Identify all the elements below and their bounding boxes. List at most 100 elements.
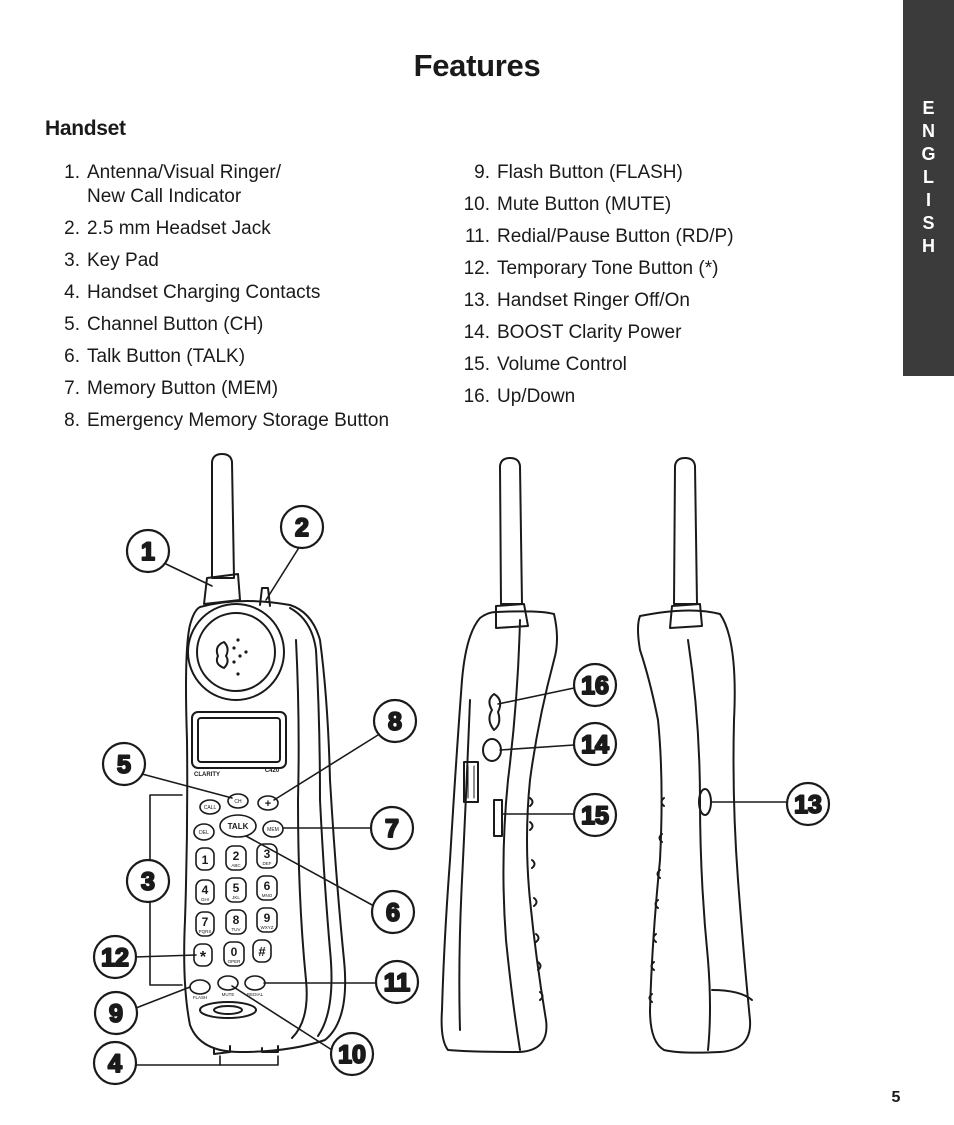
feature-item: 12. Temporary Tone Button (*)	[452, 257, 852, 281]
callout-10: 10	[329, 1031, 375, 1077]
callout-11-label: 11	[384, 969, 411, 997]
lcd-display-bezel	[191, 711, 287, 769]
key-8-label: 8	[233, 913, 240, 927]
feature-number: 9.	[474, 162, 490, 183]
updown-button[interactable]	[488, 693, 502, 731]
language-tab-english: E N G L I S H	[903, 0, 954, 376]
feature-number: 7.	[64, 378, 80, 399]
section-heading-handset: Handset	[45, 117, 126, 140]
mute-button[interactable]: MUTE	[217, 975, 239, 997]
feature-text: Temporary Tone Button (*)	[497, 258, 719, 279]
side-body-outline	[440, 610, 558, 1053]
front-body-outline	[183, 600, 347, 1053]
hash-button[interactable]: #	[252, 939, 272, 963]
ringer-switch[interactable]	[698, 788, 712, 816]
feature-text: Handset Charging Contacts	[87, 282, 321, 303]
feature-item: 4. Handset Charging Contacts	[42, 281, 442, 305]
key-8[interactable]: 8 TUV	[225, 909, 247, 935]
talk-button-label: TALK	[228, 822, 249, 831]
channel-button[interactable]: CH	[227, 793, 249, 809]
feature-item: 7. Memory Button (MEM)	[42, 377, 442, 401]
emergency-memory-button-label: +	[265, 798, 271, 810]
key-5[interactable]: 5 JKL	[225, 877, 247, 903]
feature-item: 6. Talk Button (TALK)	[42, 345, 442, 369]
callout-2: 2	[279, 504, 325, 550]
feature-item: 15. Volume Control	[452, 353, 852, 377]
feature-item: 8. Emergency Memory Storage Button	[42, 409, 442, 433]
front-headset-jack	[259, 587, 271, 607]
key-6-label: 6	[264, 879, 271, 893]
language-letter: G	[921, 144, 936, 164]
key-3[interactable]: 3 DEF	[256, 843, 278, 869]
key-4[interactable]: 4 GHI	[195, 879, 215, 905]
key-7[interactable]: 7 PQRS	[195, 911, 215, 937]
front-face-edge	[291, 639, 308, 1039]
callout-3: 3	[125, 858, 171, 904]
callout-1: 1	[125, 528, 171, 574]
feature-number: 16.	[463, 386, 490, 407]
callout-8: 8	[372, 698, 418, 744]
mute-button-label: MUTE	[222, 992, 235, 997]
boost-button[interactable]	[482, 738, 502, 762]
feature-text: Flash Button (FLASH)	[497, 162, 683, 183]
flash-button-label: FLASH	[193, 995, 208, 1000]
channel-button-label: CH	[234, 799, 242, 805]
feature-item: 9. Flash Button (FLASH)	[452, 161, 852, 185]
microphone-grille	[199, 1001, 257, 1019]
feature-text: Antenna/Visual Ringer/	[87, 162, 281, 183]
talk-button[interactable]: TALK	[219, 814, 257, 838]
page-number: 5	[891, 1089, 901, 1106]
feature-item: 11. Redial/Pause Button (RD/P)	[452, 225, 852, 249]
language-letter: H	[922, 236, 935, 256]
callout-4-label: 4	[108, 1050, 122, 1078]
earpiece-inner	[196, 612, 276, 692]
call-button[interactable]: CALL	[199, 799, 221, 815]
feature-number: 4.	[64, 282, 80, 303]
side-back-edge	[502, 619, 521, 1051]
callout-6-label: 6	[386, 899, 400, 927]
feature-text: Memory Button (MEM)	[87, 378, 279, 399]
feature-number: 11.	[464, 226, 490, 247]
right-body-bottom-panel	[711, 989, 753, 1001]
feature-text: Key Pad	[87, 250, 159, 271]
language-letter: N	[922, 121, 935, 141]
callout-13: 13	[785, 781, 831, 827]
key-pad: CALL CH + DEL TALK MEM	[189, 793, 284, 1000]
flash-button[interactable]: FLASH	[189, 979, 211, 1000]
key-9[interactable]: 9 WXYZ	[256, 907, 278, 933]
right-antenna-collar	[669, 603, 703, 629]
callout-7: 7	[369, 805, 415, 851]
callout-8-label: 8	[388, 708, 402, 736]
side-antenna	[499, 457, 523, 605]
redial-button[interactable]: REDIAL	[244, 975, 266, 997]
key-5-letters: JKL	[232, 895, 240, 900]
callout-5: 5	[101, 741, 147, 787]
callout-16-label: 16	[581, 672, 609, 700]
key-6[interactable]: 6 MNO	[256, 875, 278, 901]
key-1[interactable]: 1	[195, 847, 215, 871]
volume-control[interactable]	[493, 799, 503, 837]
feature-text: Mute Button (MUTE)	[497, 194, 672, 215]
key-2-letters: ABC	[231, 863, 241, 868]
memory-button[interactable]: MEM	[262, 820, 284, 838]
emergency-memory-button[interactable]: +	[257, 795, 279, 811]
memory-button-label: MEM	[267, 827, 279, 833]
feature-number: 15.	[463, 354, 490, 375]
callout-1-label: 1	[141, 538, 155, 566]
key-2[interactable]: 2 ABC	[225, 845, 247, 871]
front-antenna-collar	[203, 573, 241, 605]
feature-number: 14.	[463, 322, 490, 343]
key-9-letters: WXYZ	[261, 925, 274, 930]
feature-item: 10. Mute Button (MUTE)	[452, 193, 852, 217]
key-9-label: 9	[264, 911, 271, 925]
callout-15: 15	[572, 792, 618, 838]
charging-contact-right	[261, 1045, 279, 1053]
key-0[interactable]: 0 OPER	[223, 941, 245, 967]
callout-3-label: 3	[141, 868, 155, 896]
hash-button-label: #	[258, 944, 266, 959]
delete-button[interactable]: DEL	[193, 823, 215, 841]
feature-text: Talk Button (TALK)	[87, 346, 246, 367]
feature-text: Emergency Memory Storage Button	[87, 410, 390, 431]
brand-label: CLARITY	[194, 772, 220, 778]
callout-6: 6	[370, 889, 416, 935]
